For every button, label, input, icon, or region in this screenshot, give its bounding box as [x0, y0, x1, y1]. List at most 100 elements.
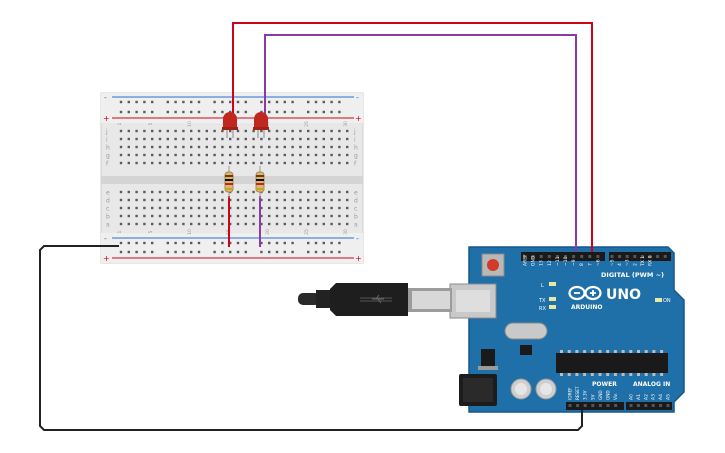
terminal-hole [322, 190, 325, 194]
header-pin[interactable] [564, 255, 567, 258]
terminal-hole [151, 206, 154, 210]
terminal-hole [158, 153, 162, 157]
digital-pin-holes [523, 255, 667, 258]
resistor-2[interactable] [255, 166, 265, 198]
terminal-hole [244, 129, 247, 133]
terminal-hole [174, 137, 177, 141]
header-pin[interactable] [568, 404, 572, 407]
analog-header [626, 402, 672, 410]
terminal-hole [213, 190, 216, 194]
terminal-hole [346, 222, 349, 226]
purple-wire[interactable] [264, 34, 577, 252]
header-pin[interactable] [610, 255, 614, 258]
terminal-hole [314, 153, 318, 157]
power-pin-label: GND [606, 390, 611, 400]
header-pin[interactable] [633, 255, 637, 258]
header-pin[interactable] [618, 255, 622, 258]
header-pin[interactable] [588, 255, 592, 258]
header-pin[interactable] [572, 255, 576, 258]
header-pin[interactable] [648, 255, 652, 258]
terminal-hole [205, 198, 208, 202]
red-led-2[interactable] [253, 112, 269, 138]
terminal-hole [127, 145, 130, 149]
terminal-hole [127, 214, 130, 218]
terminal-hole [190, 222, 193, 226]
resistor-1[interactable] [224, 166, 234, 198]
terminal-hole [197, 190, 201, 194]
header-pin[interactable] [591, 404, 595, 407]
red-led-1[interactable] [222, 112, 238, 138]
header-pin[interactable] [583, 404, 587, 407]
terminal-hole [229, 214, 232, 218]
terminal-hole [307, 214, 310, 218]
usb-cable[interactable] [298, 283, 452, 316]
terminal-hole [190, 137, 193, 141]
terminal-hole [236, 137, 240, 141]
terminal-hole [236, 153, 240, 157]
terminal-hole [346, 198, 349, 202]
terminal-hole [291, 161, 294, 165]
digital-pin-label: 7 [587, 263, 593, 266]
row-letter: c [354, 206, 357, 213]
red-wire[interactable] [232, 22, 593, 252]
terminal-hole [135, 129, 138, 133]
header-pin[interactable] [663, 255, 667, 258]
header-pin[interactable] [656, 255, 660, 258]
header-pin[interactable] [547, 255, 551, 258]
terminal-hole [166, 137, 169, 141]
header-pin[interactable] [614, 404, 618, 407]
header-pin[interactable] [625, 255, 629, 258]
terminal-hole [197, 137, 201, 141]
terminal-hole [213, 137, 216, 141]
header-pin[interactable] [580, 255, 584, 258]
rail-hole [213, 110, 216, 114]
voltage-regulator [481, 349, 495, 367]
terminal-hole [143, 161, 146, 165]
header-pin[interactable] [523, 255, 527, 258]
header-pin[interactable] [598, 404, 602, 407]
terminal-hole [151, 145, 154, 149]
terminal-hole [330, 153, 333, 157]
header-pin[interactable] [576, 404, 580, 407]
header-pin[interactable] [596, 255, 600, 258]
terminal-hole [252, 129, 255, 133]
digital-pin-label: 2 [632, 263, 638, 266]
rail-hole [275, 241, 279, 245]
chip-pin [644, 350, 648, 353]
terminal-hole [291, 145, 294, 149]
terminal-hole [260, 206, 263, 210]
header-pin[interactable] [666, 404, 670, 407]
header-pin[interactable] [651, 404, 655, 407]
header-pin[interactable] [531, 255, 535, 258]
terminal-hole [260, 145, 263, 149]
terminal-hole [275, 161, 279, 165]
terminal-hole [299, 198, 302, 202]
components [222, 112, 269, 198]
chip-pin [629, 350, 633, 353]
terminal-hole [174, 153, 177, 157]
rail-hole [291, 110, 294, 114]
terminal-hole [205, 153, 208, 157]
header-pin[interactable] [606, 404, 610, 407]
rail-hole [322, 100, 325, 104]
terminal-hole [314, 222, 318, 226]
terminal-hole [283, 198, 286, 202]
power-pin-label: IOREF [568, 387, 573, 400]
rail-hole [338, 250, 341, 254]
header-pin[interactable] [644, 404, 648, 407]
rail-hole [283, 100, 286, 104]
black-wire[interactable] [39, 245, 583, 431]
terminal-hole [291, 137, 294, 141]
rail-hole [143, 100, 146, 104]
terminal-hole [197, 222, 201, 226]
rail-hole [314, 250, 318, 254]
terminal-hole [299, 190, 302, 194]
header-pin[interactable] [539, 255, 543, 258]
header-pin[interactable] [636, 404, 640, 407]
header-pin[interactable] [640, 255, 644, 258]
terminal-hole [151, 153, 154, 157]
header-pin[interactable] [629, 404, 633, 407]
header-pin[interactable] [659, 404, 663, 407]
header-pin[interactable] [555, 255, 559, 258]
